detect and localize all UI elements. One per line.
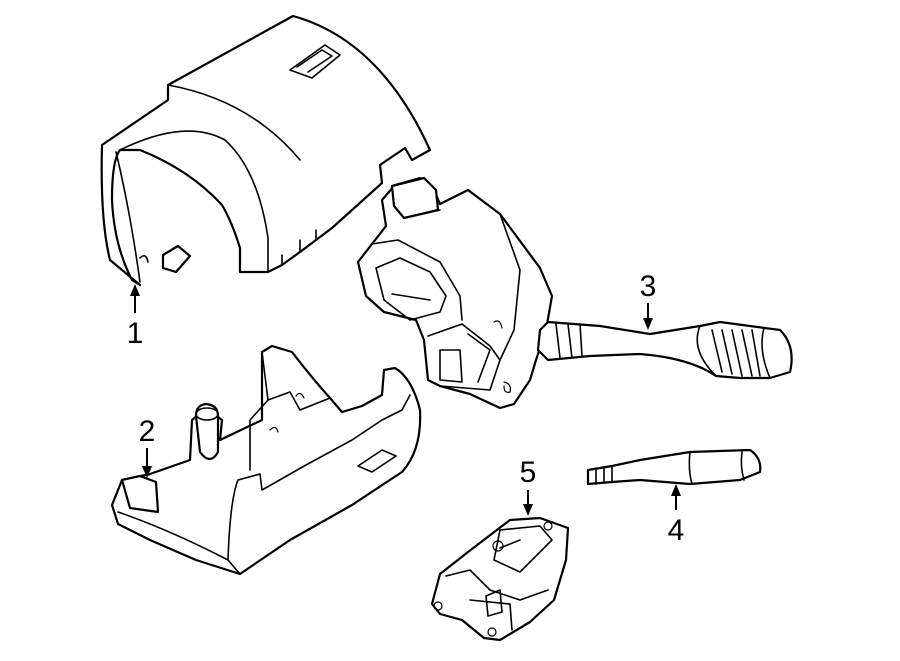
multifunction-switch — [356, 176, 793, 410]
callout-3: 3 — [640, 270, 657, 303]
callout-leader-5 — [523, 490, 533, 516]
callout-leader-4 — [671, 484, 681, 510]
callout-leader-1 — [130, 284, 140, 313]
callout-4: 4 — [668, 514, 685, 547]
callout-2: 2 — [139, 415, 156, 448]
lower-shroud — [110, 344, 422, 576]
wiper-lever — [586, 448, 762, 486]
callout-leader-3 — [643, 303, 653, 330]
callout-leader-2 — [142, 448, 152, 478]
callout-5: 5 — [520, 456, 537, 489]
upper-shroud — [100, 14, 432, 287]
callout-1: 1 — [127, 317, 144, 350]
switch-bracket — [430, 516, 570, 642]
